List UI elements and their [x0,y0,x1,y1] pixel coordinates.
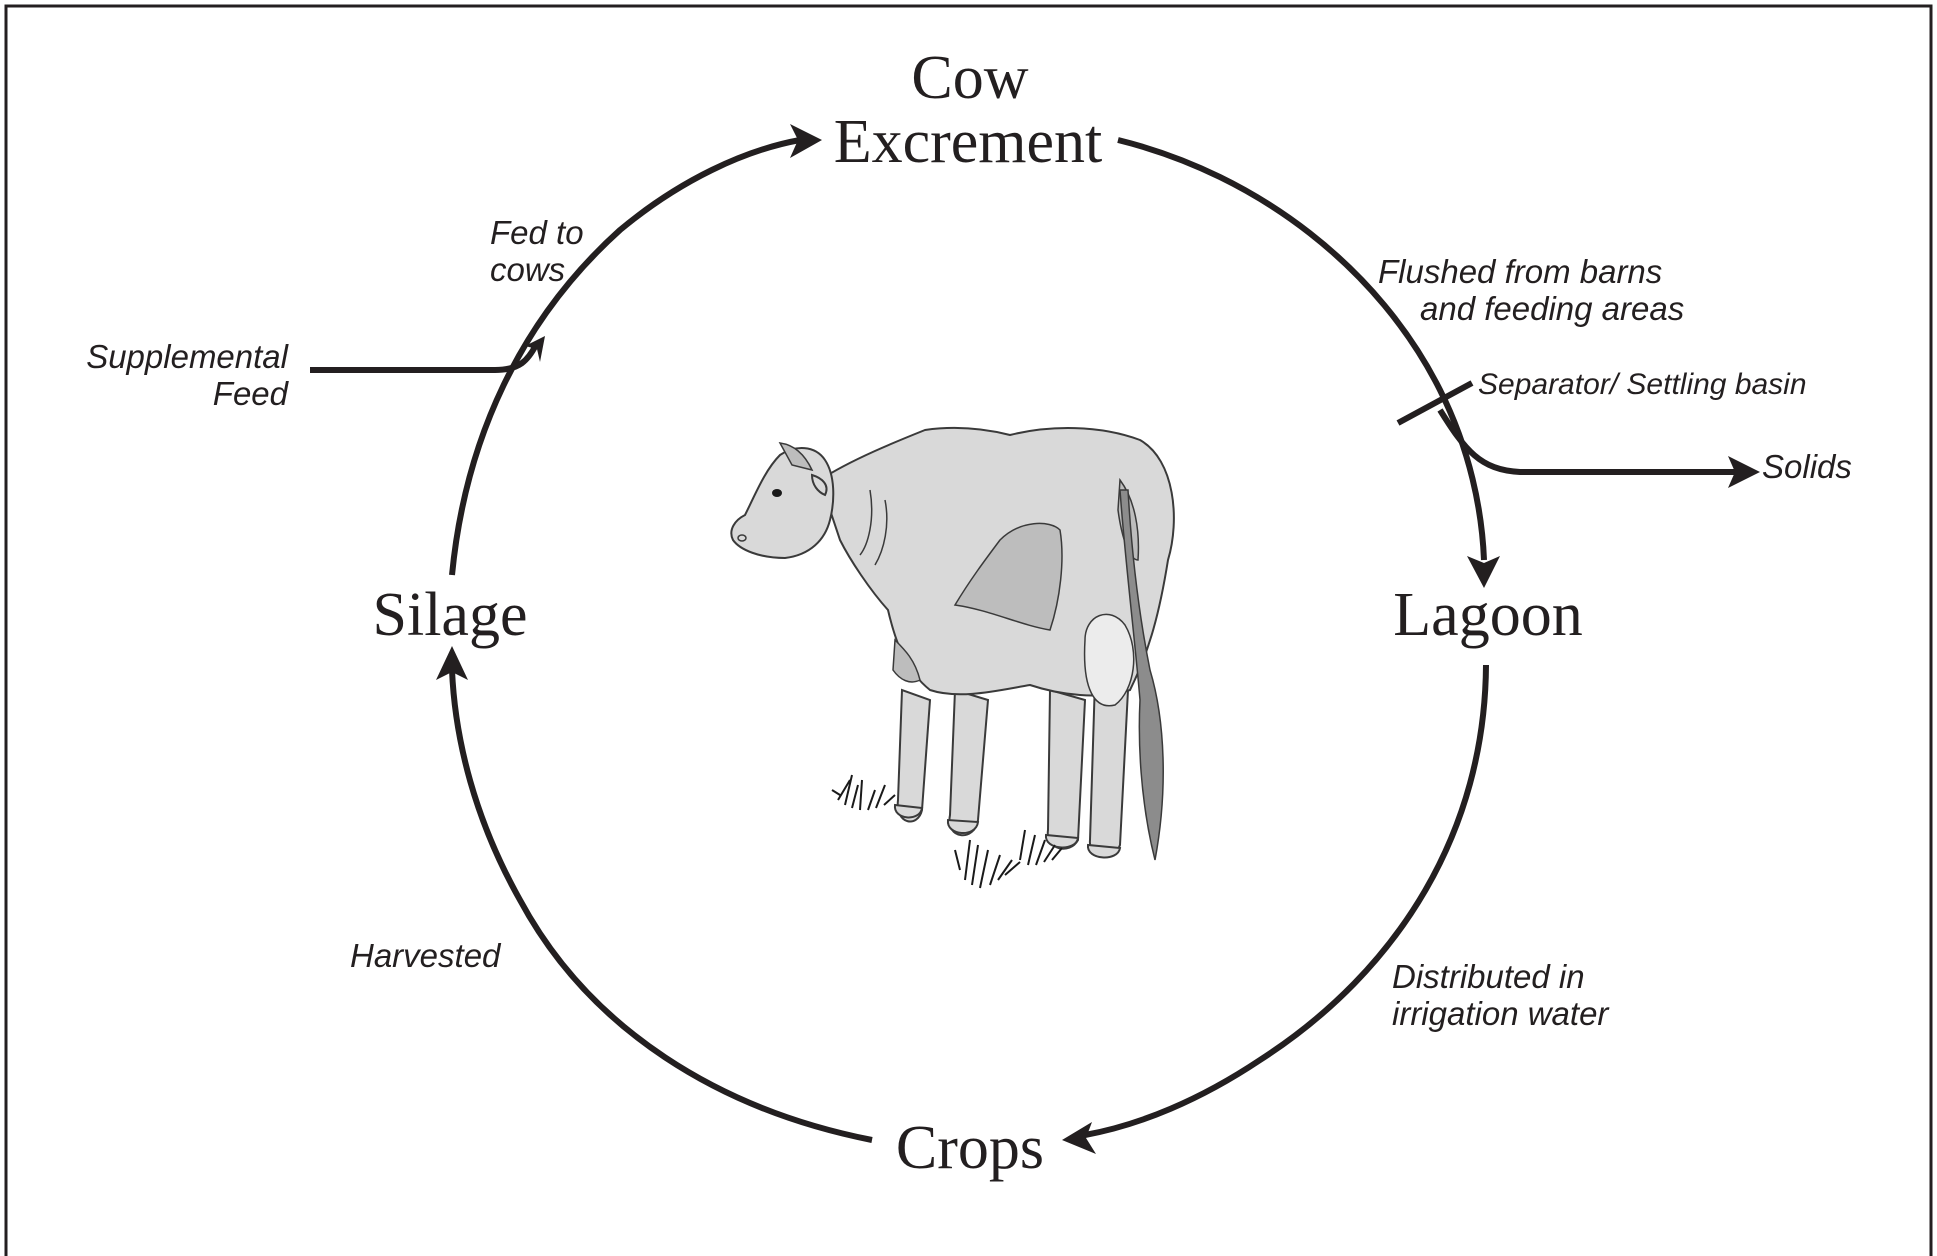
label-distributed-line2: irrigation water [1392,995,1610,1032]
label-supplemental-line2: Feed [213,375,290,412]
node-cow-label: Cow [911,44,1028,112]
node-lagoon-label: Lagoon [1393,581,1582,649]
arrow-solids-outflow [1440,410,1740,472]
label-solids: Solids [1762,448,1852,485]
node-silage-label: Silage [373,581,528,649]
arrow-supplemental-feed [310,345,536,370]
label-fed-line2: cows [490,251,565,288]
label-harvested: Harvested [350,937,502,974]
node-excrement-label: Excrement [834,108,1103,176]
arrow-crops-to-silage [452,670,872,1140]
cow-udder [1085,614,1134,705]
grass-tufts [832,775,1062,888]
cow-eye [772,489,782,497]
label-separator: Separator/ Settling basin [1478,368,1807,401]
node-crops-label: Crops [896,1114,1044,1182]
label-flushed-line2: and feeding areas [1420,290,1684,327]
label-distributed-line1: Distributed in [1392,958,1585,995]
separator-bar [1398,383,1472,423]
arrowhead-to-crops [1062,1122,1096,1154]
label-fed-line1: Fed to [490,214,584,251]
cow-head [731,448,833,558]
cow-illustration [731,428,1174,860]
label-supplemental-line1: Supplemental [86,338,289,375]
label-flushed-line1: Flushed from barns [1378,253,1662,290]
